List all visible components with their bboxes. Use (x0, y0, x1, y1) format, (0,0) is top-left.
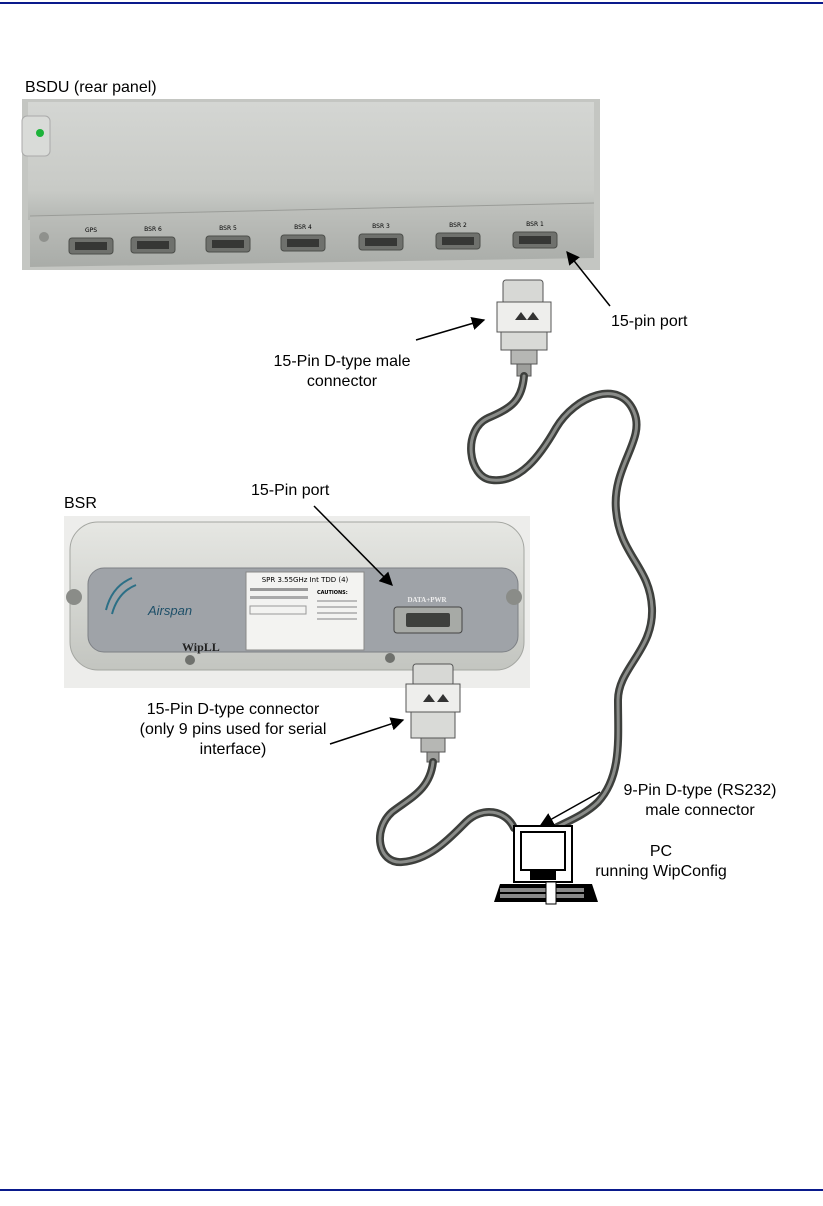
bsr-connector-caption-line: interface) (98, 740, 368, 760)
bsdu-port-label: GPS (85, 227, 97, 234)
bsr-unit: Airspan WipLL SPR 3.55GHz Int TDD (4) CA… (64, 516, 530, 688)
power-led-icon (36, 129, 44, 137)
pc-caption: PC running WipConfig (578, 842, 744, 882)
bsdu-port-caption: 15-pin port (611, 312, 688, 332)
bsdu-port-label: BSR 6 (144, 226, 162, 233)
male-connector-caption-line: 15-Pin D-type male (232, 352, 452, 372)
pc-connector-caption-line: male connector (600, 801, 800, 821)
male-connector-caption: 15-Pin D-type male connector (232, 352, 452, 392)
male-connector-caption-line: connector (232, 372, 452, 392)
pc-connector-caption: 9-Pin D-type (RS232) male connector (600, 781, 800, 821)
bsr-model: WipLL (182, 640, 220, 654)
pc-caption-line: PC (578, 842, 744, 862)
bsdu-port-label: BSR 2 (449, 222, 467, 229)
bsr-sticker-cautions: CAUTIONS: (317, 590, 348, 596)
bsr-connector-caption-line: (only 9 pins used for serial (98, 720, 368, 740)
bsdu-port-label: BSR 4 (294, 224, 312, 231)
bsdu-port-label: BSR 1 (526, 221, 544, 228)
bsr-port-label: DATA+PWR (407, 596, 447, 604)
pc-caption-line: running WipConfig (578, 862, 744, 882)
bsdu-title: BSDU (rear panel) (25, 78, 157, 98)
male-connector-arrow (416, 320, 484, 340)
bsr-connector-caption: 15-Pin D-type connector (only 9 pins use… (98, 700, 368, 760)
ground-screw-icon (39, 232, 49, 242)
bsr-port-caption: 15-Pin port (251, 481, 329, 501)
bsdu-cable-connector (497, 280, 551, 376)
pc-connector-caption-line: 9-Pin D-type (RS232) (600, 781, 800, 801)
bsr-connector-caption-line: 15-Pin D-type connector (98, 700, 368, 720)
bsr-brand: Airspan (147, 603, 192, 618)
bsr-cable-connector (406, 664, 460, 762)
bsr-sticker-title: SPR 3.55GHz Int TDD (4) (262, 576, 349, 584)
bsdu-port-label: BSR 3 (372, 223, 390, 230)
bsr-title: BSR (64, 494, 97, 514)
bsdu-port-label: BSR 5 (219, 225, 237, 232)
